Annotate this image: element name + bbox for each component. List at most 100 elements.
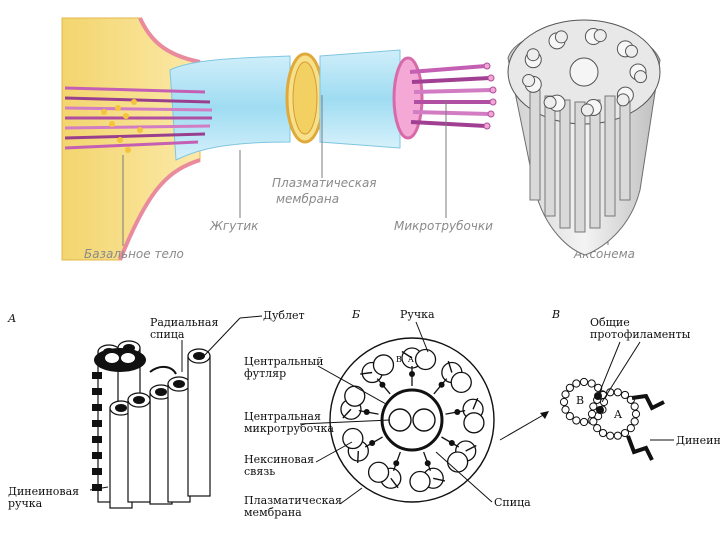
panel-a-central-sheath (94, 348, 146, 372)
panel-a-dynein-stripe (92, 372, 102, 379)
panel-a-diagram (92, 340, 211, 509)
panel-v-protofilament-a (589, 417, 598, 426)
panel-a-tubes (92, 340, 211, 509)
panel-b-central-tubule-left (388, 408, 412, 432)
panel-a-microtubule-lumen (115, 404, 127, 412)
panel-v-protofilament-a (630, 402, 639, 411)
panel-b-tubule-b (372, 354, 395, 376)
panel-a-microtubule (127, 399, 151, 503)
panel-b-dynein-arm (357, 450, 360, 464)
microtubule-bundle (409, 64, 493, 128)
panel-v-dynein-arm-lower (626, 435, 654, 461)
axoneme-doublet-b (634, 70, 648, 84)
panel-v-protofilament-a (587, 409, 597, 419)
panel-b-dynein-arm (472, 397, 479, 410)
label-common-protofilaments: Общие протофиламенты (590, 316, 691, 341)
cell-membrane-edge (118, 17, 201, 261)
axoneme-doublet-b (580, 103, 594, 117)
panel-v-diagram: B A (559, 377, 665, 461)
panel-b-tubule-b (409, 470, 431, 493)
panel-v-protofilament-a (620, 428, 630, 438)
panel-v-labels: Общие протофиламенты Динеин (590, 316, 720, 447)
panel-b-tubule-b (342, 427, 364, 450)
panel-letter-b: Б (351, 308, 360, 321)
label-spoke: Спица (494, 496, 531, 509)
microtubule-bundle-ends (483, 62, 497, 130)
panel-a-dynein-stripe (92, 404, 102, 411)
panel-v-protofilament-a (613, 431, 622, 440)
panel-a-microtubule (187, 355, 211, 497)
panel-v-protofilament-b (579, 417, 589, 427)
panel-b-spokes (358, 366, 466, 471)
label-plasma-membrane-top: Плазматическая мембрана (272, 176, 380, 206)
label-basal-body: Базальное тело (84, 247, 184, 261)
panel-v-protofilament-b (559, 397, 569, 407)
panel-b-spoke-head (379, 381, 386, 388)
panel-a-dynein-stripe (92, 388, 102, 395)
microtubule-bundle-end (392, 56, 424, 140)
panel-a-dynein-stripe (92, 452, 102, 459)
flagellum-tube-distal (319, 49, 401, 149)
panel-v-protofilament-b (579, 377, 589, 387)
panel-b-dynein-arm (360, 371, 373, 375)
panel-b-dynein-arm (342, 408, 352, 419)
panel-v-protofilament-a (593, 424, 602, 433)
panel-b-dynein-arm (401, 350, 413, 359)
label-dynein: Динеин (676, 434, 720, 447)
panel-b-spoke-head (369, 440, 376, 446)
axoneme-rods (529, 89, 631, 233)
label-tubule-b: B (576, 394, 584, 407)
panel-v-protofilament-a (620, 390, 630, 400)
panel-v-dynein-arm-upper (631, 393, 665, 411)
flagellum-tube (169, 55, 291, 161)
membrane-cross-section-inner (292, 61, 318, 135)
axoneme-doublet-b (554, 30, 568, 44)
panel-b-tubule-b (463, 412, 485, 434)
top-leader-lines (122, 95, 609, 246)
panel-letter-v: В (551, 308, 560, 321)
panel-b-dynein-arm (447, 360, 453, 373)
basal-granules (101, 99, 143, 153)
panel-v-protofilament-a (613, 388, 622, 397)
panel-letter-a: А (7, 312, 16, 325)
panel-v-protofilament-b (561, 390, 570, 399)
panel-a-dynein-stripe (92, 468, 102, 475)
panel-v-protofilament-b (561, 405, 570, 414)
panel-a-central-tubule (121, 353, 135, 363)
label-tubule-a: A (613, 408, 623, 421)
panel-v-protofilament-a (631, 409, 641, 419)
label-nexin-link: Нексиновая связь (244, 453, 318, 478)
panel-v-protofilament-a (626, 424, 635, 433)
label-microtubules: Микротрубочки (394, 219, 493, 233)
axoneme-doublet-b (625, 44, 639, 58)
axoneme-central-pair (569, 57, 599, 87)
panel-v-protofilament-a (630, 417, 639, 426)
panel-b-dynein-arm (433, 477, 446, 482)
axoneme-illustration (507, 19, 661, 256)
panel-b-spoke-head (438, 381, 445, 388)
panel-v-protofilament-b (565, 383, 574, 392)
panel-a-microtubule-lumen (193, 352, 205, 360)
panel-v-protofilament-b (565, 412, 574, 421)
panel-a-microtubule (167, 383, 191, 503)
panel-a-central-tubule (105, 353, 119, 363)
panel-v-shared-protofilament (596, 406, 604, 414)
panel-a-labels: Радиальная спица Дублет Динеиновая ручка (8, 309, 305, 510)
axoneme-doublets (522, 28, 648, 117)
panel-b-dynein-arm (465, 444, 477, 452)
panel-b-tubule-letter: B (396, 355, 402, 364)
panel-v-protofilament-a (606, 431, 615, 440)
panel-b-tubule-b (450, 371, 472, 393)
panel-b-spoke-head (454, 409, 461, 416)
panel-b-dynein-arm (390, 477, 399, 489)
panel-b-tubule-b (414, 348, 437, 371)
panel-v-protofilament-b (572, 379, 581, 388)
label-doublet: Дублет (263, 309, 305, 322)
panel-b-labels: Ручка Центральный футляр Центральная мик… (244, 308, 549, 519)
axoneme-doublet-b (522, 74, 536, 88)
axoneme-doublet-b (543, 95, 557, 109)
panel-b-spoke-head (363, 409, 370, 416)
panel-v-tubule-a (587, 388, 641, 440)
